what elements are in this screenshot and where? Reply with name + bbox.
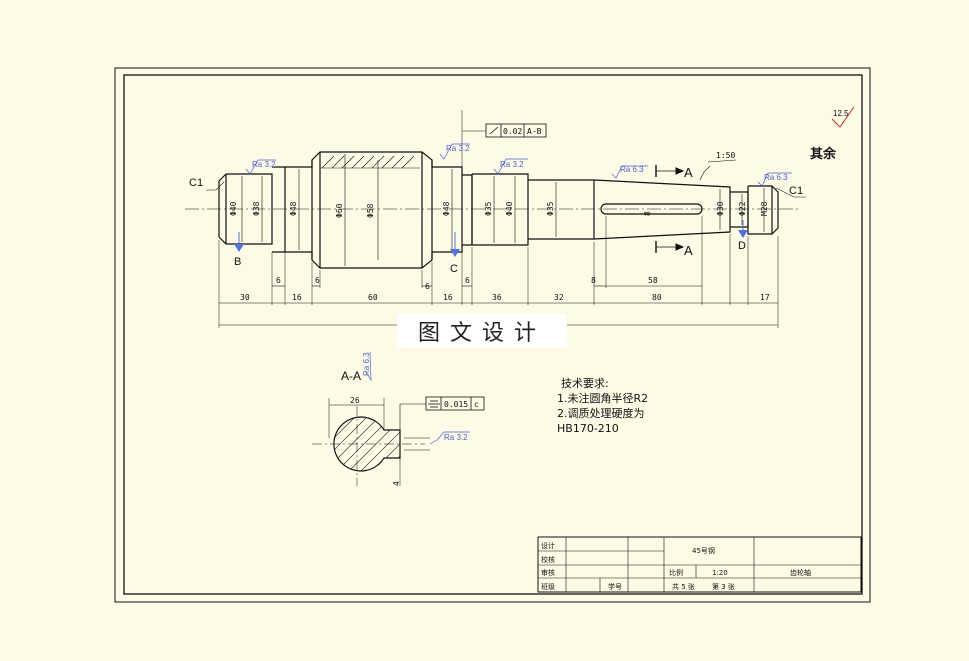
chamfer-left-label: C1 <box>189 177 203 189</box>
svg-text:Ra 3.2: Ra 3.2 <box>500 160 524 169</box>
svg-text:12.5: 12.5 <box>833 109 849 118</box>
svg-text:26: 26 <box>350 396 360 405</box>
len-label: 16 <box>443 293 453 302</box>
svg-text:0.015: 0.015 <box>444 400 468 409</box>
svg-text:设计: 设计 <box>541 541 555 550</box>
notes-item: 1.未注圆角半径R2 <box>557 392 649 405</box>
svg-text:Ra 3.2: Ra 3.2 <box>446 144 470 153</box>
svg-text:Ra 6.3: Ra 6.3 <box>620 165 644 174</box>
length-labels: 30 16 60 16 36 32 80 17 6 6 6 6 8 58 <box>240 276 770 302</box>
svg-text:45号钢: 45号钢 <box>692 546 715 555</box>
notes-item: 2.调质处理硬度为 <box>557 407 645 420</box>
svg-text:A-B: A-B <box>527 127 542 136</box>
svg-text:校核: 校核 <box>541 555 555 564</box>
dia-label: Φ35 <box>546 201 555 216</box>
inner-border <box>123 74 863 595</box>
extension-lines <box>218 110 779 328</box>
dia-label: Φ48 <box>289 201 298 216</box>
roughness-general-symbol: 12.5 其余 <box>810 106 855 161</box>
len-label: 16 <box>292 293 302 302</box>
chamfer-callouts <box>206 181 806 198</box>
surface-finish-marks <box>245 143 792 445</box>
len-label: 60 <box>368 293 378 302</box>
runout-tolerance-frame: 0.02 A-B <box>462 123 547 138</box>
notes-title: 技术要求: <box>561 377 609 390</box>
svg-text:Ra 6.3: Ra 6.3 <box>764 173 788 182</box>
len-label: 6 <box>465 276 470 285</box>
len-label: 17 <box>760 293 770 302</box>
svg-text:其余: 其余 <box>810 146 837 161</box>
diameter-labels: Φ40 Φ38 Φ48 Φ60 Φ58 Φ48 Φ35 Φ40 Φ35 Φ30 … <box>229 201 769 218</box>
notes-item: HB170-210 <box>557 422 619 435</box>
dia-label: Φ38 <box>252 201 261 216</box>
dia-label: Φ30 <box>716 201 725 216</box>
title-block-text: 设计 校核 审核 班级 学号 45号钢 比例 1:20 齿轮轴 共 5 张 第 … <box>541 541 811 591</box>
len-label: 58 <box>648 276 658 285</box>
svg-text:0.02: 0.02 <box>503 127 522 136</box>
svg-text:C: C <box>450 263 458 275</box>
gear-section-hatch <box>320 155 420 169</box>
svg-text:审核: 审核 <box>541 568 555 577</box>
svg-text:共 5 张: 共 5 张 <box>672 582 695 591</box>
svg-text:B: B <box>234 256 241 268</box>
svg-text:c: c <box>474 400 479 409</box>
dia-label: Φ35 <box>484 201 493 216</box>
diameter-dims <box>241 154 765 266</box>
svg-text:Ra 3.2: Ra 3.2 <box>444 433 468 442</box>
svg-text:比例: 比例 <box>669 568 683 577</box>
title-block <box>537 536 862 593</box>
key-width-label: 8 <box>643 211 652 216</box>
shaft-outline <box>218 151 779 269</box>
len-label: 32 <box>554 293 564 302</box>
dia-label: Φ58 <box>366 203 375 218</box>
dia-label: Φ40 <box>229 201 238 216</box>
taper-leader <box>699 165 711 181</box>
outer-border <box>114 67 871 603</box>
svg-text:D: D <box>738 240 746 252</box>
watermark-label: 图文设计 <box>397 314 567 348</box>
dia-label: Φ48 <box>442 201 451 216</box>
dia-label: Φ22 <box>738 201 747 216</box>
svg-text:Ra 3.2: Ra 3.2 <box>252 160 276 169</box>
len-label: 80 <box>652 293 662 302</box>
dia-label: Φ40 <box>505 201 514 216</box>
technical-notes: 技术要求: 1.未注圆角半径R2 2.调质处理硬度为 HB170-210 <box>557 376 648 436</box>
datum-markers: B C D <box>234 220 748 275</box>
svg-text:4: 4 <box>392 481 401 486</box>
len-label: 6 <box>425 282 430 291</box>
svg-text:学号: 学号 <box>608 582 622 591</box>
len-label: 6 <box>276 276 281 285</box>
svg-text:Ra 6.3: Ra 6.3 <box>362 352 371 376</box>
len-label: 8 <box>591 276 596 285</box>
svg-text:1:20: 1:20 <box>712 569 728 577</box>
section-aa-title: A-A <box>341 369 361 383</box>
svg-text:齿轮轴: 齿轮轴 <box>790 568 811 577</box>
chamfer-right-label: C1 <box>789 185 803 197</box>
section-arrows <box>655 165 685 253</box>
symmetry-tolerance-frame: 0.015 c <box>425 396 485 411</box>
dia-label: Φ60 <box>335 203 344 218</box>
dia-label: M28 <box>760 201 769 216</box>
taper-label: 1:50 <box>716 151 735 160</box>
surface-finish-labels: Ra 3.2 Ra 3.2 Ra 3.2 Ra 6.3 Ra 6.3 Ra 6.… <box>252 144 788 442</box>
svg-text:班级: 班级 <box>541 582 555 591</box>
section-aa-view: 26 4 <box>312 396 430 486</box>
svg-text:第 3 张: 第 3 张 <box>712 582 735 591</box>
section-a-top: A <box>684 165 693 180</box>
len-label: 30 <box>240 293 250 302</box>
len-label: 36 <box>492 293 502 302</box>
section-a-bottom: A <box>684 243 693 258</box>
len-label: 6 <box>315 276 320 285</box>
